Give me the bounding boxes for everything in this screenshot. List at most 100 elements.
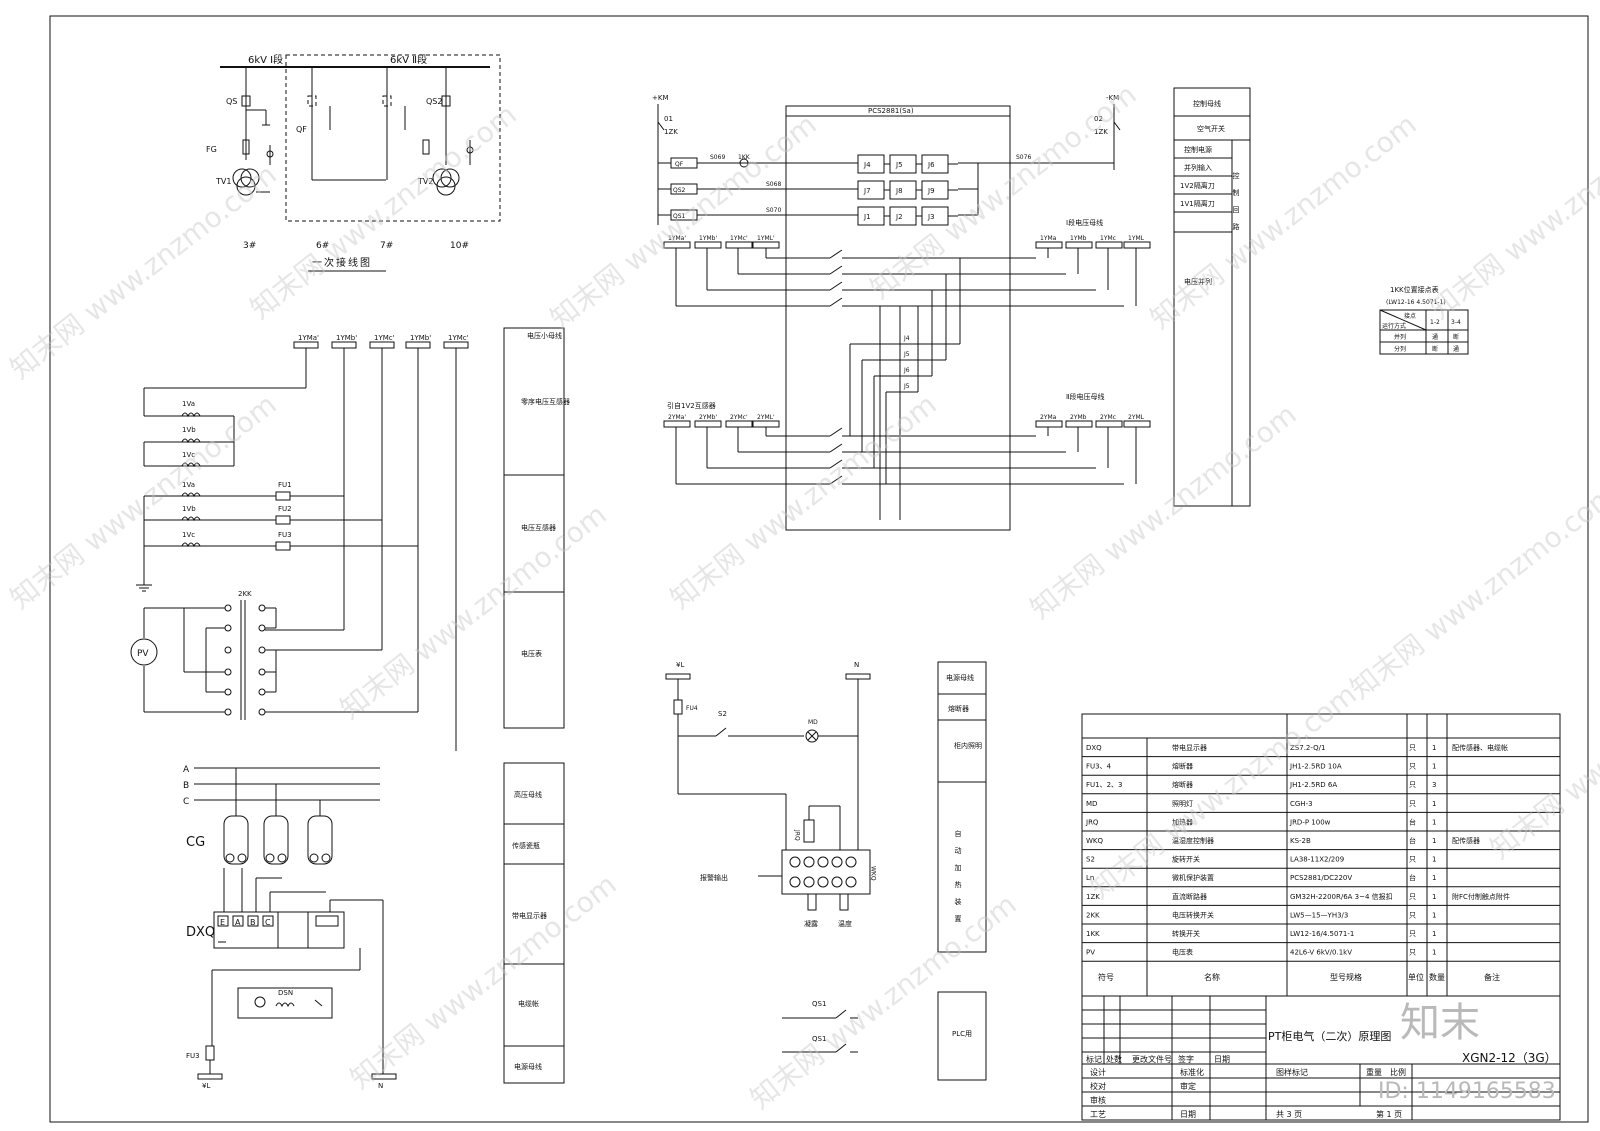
kk-table: 1KK位置接点表 (LW12-16 4.5071-1) 运行方式 接点 1-2 …: [1379, 285, 1469, 355]
bom-cell: 1: [1432, 856, 1436, 864]
bom-cell: 1ZK: [1086, 893, 1100, 901]
heater-diagram: ¥L N FU4 S2 MD JRQ WKQ 报警输出 凝露 温度: [665, 661, 877, 928]
insulator: [307, 815, 333, 865]
image-id: ID: 1149165583: [1378, 1079, 1556, 1104]
qs1-contact: QS1: [812, 1035, 826, 1043]
bom-cell: LW12-16/4.5071-1: [1290, 930, 1354, 938]
bom-header: 符号: [1098, 972, 1114, 982]
br-legend: 电源母线 熔断器 柜内照明 自动加热装置 PLC用: [937, 661, 987, 1081]
pcs-device-box: [785, 105, 1011, 531]
tb-cell: 更改文件号: [1132, 1054, 1172, 1064]
bom-cell: 只: [1409, 893, 1416, 901]
wire-no: S076: [1016, 154, 1031, 161]
n-label: N: [378, 1082, 383, 1090]
bus-label: 1YMa': [298, 334, 319, 342]
phase-a: A: [183, 765, 190, 775]
tb-cell: 校对: [1090, 1081, 1106, 1091]
tv1-label: TV1: [215, 177, 231, 186]
fu4-label: FU4: [686, 705, 698, 712]
bom-cell: JH1-2.5RD 10A: [1289, 763, 1342, 771]
bom-cell: S2: [1086, 856, 1095, 864]
legend-item: 零序电压互感器: [521, 397, 570, 406]
bom-cell: 1: [1432, 763, 1436, 771]
qf-aux: QF: [675, 161, 684, 168]
bom-cell: 电压转换开关: [1172, 910, 1214, 919]
legend-item: 并列输入: [1184, 163, 1212, 172]
bom-cell: 只: [1409, 949, 1416, 957]
pt-secondary: 1YMa' 1YMb' 1YMc' 1YMb' 1YMc' 1Va 1Vb 1V…: [130, 334, 469, 751]
term-label: A: [235, 918, 241, 927]
fuse-label: FU2: [278, 505, 292, 513]
dxq-label: DXQ: [186, 925, 215, 940]
right-legend: 控制母线 空气开关 控制电源 并列输入 1V2隔离刀 1V1隔离刀 电压并列 控…: [1173, 87, 1251, 507]
bom-cell: WKQ: [1086, 837, 1104, 845]
bus-label: 1YML': [757, 235, 775, 242]
tv2-label: TV2: [417, 177, 433, 186]
kk-cell: 接点: [1404, 312, 1416, 320]
bom-cell: 温湿度控制器: [1172, 836, 1214, 845]
tb-cell: 设计: [1090, 1067, 1106, 1077]
phase-b: B: [183, 781, 189, 791]
wkq-label: WKQ: [870, 866, 877, 881]
legend-item: 1V2隔离刀: [1180, 181, 1215, 190]
legend-item: 熔断器: [948, 704, 969, 713]
bus-label: 1YMb': [699, 235, 717, 242]
drawing-frame: [49, 15, 1589, 1123]
relay-j: J6: [927, 161, 935, 169]
bom-header: 备注: [1484, 972, 1500, 982]
tb-cell: 第 1 页: [1376, 1109, 1402, 1119]
wire-no: S068: [766, 181, 781, 188]
tb-cell: 签字: [1178, 1054, 1194, 1064]
legend-item: 电源母线: [946, 673, 974, 682]
tb-cell: 重量: [1366, 1067, 1382, 1077]
kk-cell: 通: [1432, 333, 1438, 341]
bus-label: 2YMb: [1070, 414, 1087, 421]
bom-cell: FU1、2、3: [1086, 781, 1123, 789]
brand-logo: 知末: [1400, 1000, 1480, 1046]
bom-cell: 微机保护装置: [1172, 873, 1214, 882]
bus-label: 1YMc': [448, 334, 469, 342]
bot-legend: 高压母线 传感瓷瓶 带电显示器 电缆帐 电源母线: [503, 762, 565, 1084]
bom-cell: 台: [1409, 873, 1416, 882]
relay-j: J8: [895, 187, 903, 195]
legend-item: 电压小母线: [527, 331, 562, 340]
primary-diagram: 6kV Ⅰ段 6kV Ⅱ段 QS FG TV1 QF QS2 TV2: [206, 53, 501, 272]
legend-item: 电压并列: [1184, 277, 1212, 286]
tb-cell: 图样标记: [1276, 1067, 1308, 1077]
bom-cell: 旋转开关: [1172, 855, 1200, 864]
bom-cell: 只: [1409, 911, 1416, 919]
tb-cell: 标记: [1086, 1054, 1102, 1064]
legend-item: 电压表: [521, 649, 542, 658]
watermark-text: 知末网 www.znzmo.com: [4, 388, 283, 616]
bus1-title: Ⅰ段电压母线: [1066, 218, 1103, 227]
bus-2-label: 6kV Ⅱ段: [390, 53, 427, 66]
term-label: C: [265, 918, 271, 927]
bom-cell: 只: [1409, 800, 1416, 808]
relay-diagram: PCS2881(Sa) +KM -KM 01 1ZK 02 1ZK QF QS2…: [652, 94, 1151, 531]
bom-cell: PCS2881/DC220V: [1290, 874, 1352, 882]
watermark-text: 知末网 www.znzmo.com: [1424, 98, 1600, 326]
bom-cell: PV: [1086, 949, 1095, 957]
relay-j: J7: [863, 187, 871, 195]
bom-cell: JRD-P 100w: [1289, 818, 1331, 826]
relay-j: J5: [903, 383, 910, 390]
qs-switch: [241, 95, 251, 107]
bom-cell: LA38-11X2/209: [1290, 856, 1344, 864]
dxq-diagram: A B C CG DXQ E A B C DSN: [183, 765, 397, 1090]
kk-cell: 并列: [1394, 333, 1406, 341]
legend-item: 电源母线: [514, 1062, 542, 1071]
legend-item: PLC用: [952, 1030, 972, 1038]
tb-cell: 日期: [1214, 1055, 1230, 1064]
bus-label: 2YMa': [668, 414, 686, 421]
bom-cell: 只: [1409, 781, 1416, 789]
term-label: B: [250, 918, 256, 927]
dsn-label: DSN: [278, 989, 293, 997]
legend-item: 带电显示器: [512, 911, 547, 920]
legend-item: 高压母线: [514, 790, 542, 799]
legend-item: 电压互感器: [521, 523, 556, 532]
jrq-label: JRQ: [794, 829, 801, 841]
bus-label: 2YMc: [1100, 414, 1116, 421]
bom-cell: DXQ: [1086, 744, 1102, 752]
tb-cell: 共 3 页: [1276, 1110, 1302, 1119]
tb-cell: 审定: [1180, 1081, 1196, 1091]
